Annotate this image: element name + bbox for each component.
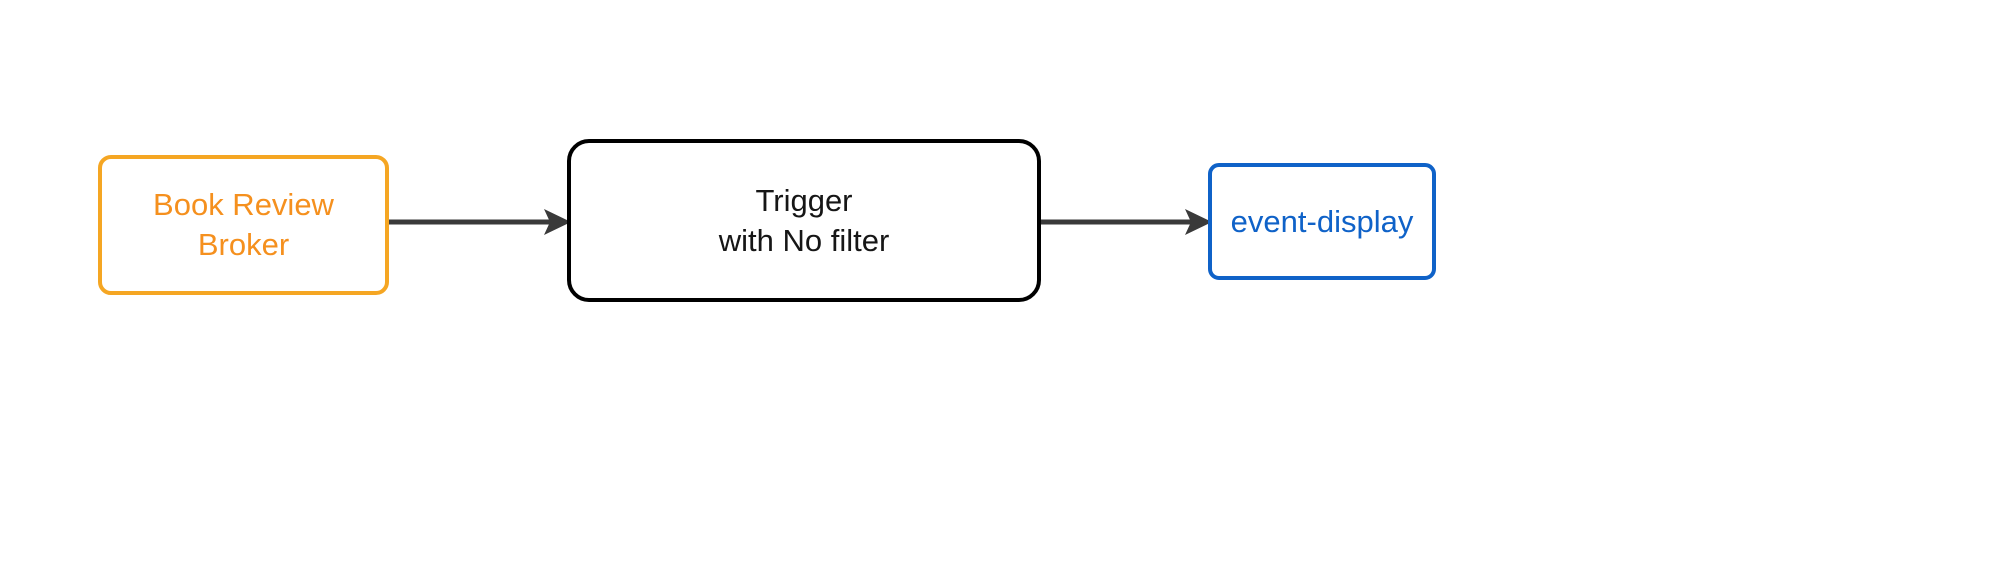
node-sink-label-line1: event-display bbox=[1230, 203, 1414, 239]
node-event-display[interactable]: event-display bbox=[1208, 163, 1436, 280]
edge-trigger-to-sink bbox=[1041, 209, 1212, 235]
arrowhead-icon bbox=[544, 209, 571, 235]
node-book-review-broker[interactable]: Book Review Broker bbox=[98, 155, 389, 295]
node-trigger-label-line2: with No filter bbox=[718, 222, 890, 258]
node-trigger-label-line1: Trigger bbox=[755, 182, 853, 218]
node-source-label-line1: Book Review bbox=[153, 187, 334, 223]
node-trigger-with-no-filter[interactable]: Trigger with No filter bbox=[567, 139, 1041, 302]
node-source-label-line2: Broker bbox=[197, 227, 290, 262]
edge-source-to-trigger bbox=[389, 209, 571, 235]
arrowhead-icon bbox=[1185, 209, 1212, 235]
